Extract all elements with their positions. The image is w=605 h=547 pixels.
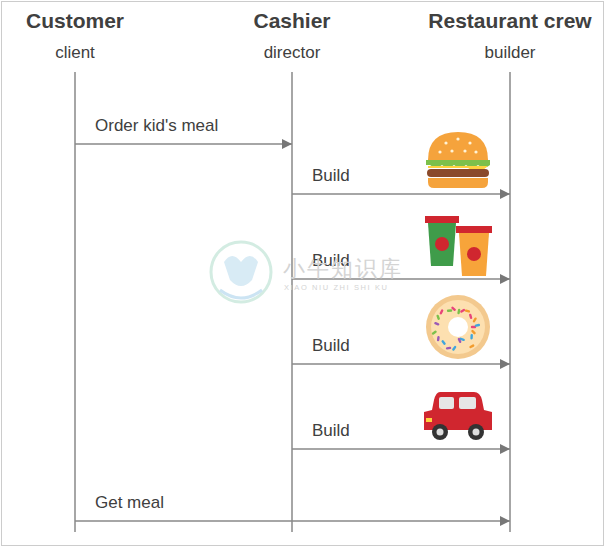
message-arrow xyxy=(292,193,510,195)
lifeline xyxy=(509,72,511,532)
message-arrow xyxy=(292,448,510,450)
message-arrow xyxy=(75,520,510,522)
participant-name: Cashier xyxy=(253,8,330,34)
message-label: Get meal xyxy=(95,493,164,513)
message-arrow xyxy=(292,363,510,365)
message-label: Build xyxy=(312,336,350,356)
participant-header: Customer client xyxy=(26,8,124,64)
participant-role: director xyxy=(253,42,330,64)
burger-icon xyxy=(426,132,490,188)
watermark-text: 小牛知识库 xyxy=(283,254,403,284)
participant-name: Customer xyxy=(26,8,124,34)
message-label: Build xyxy=(312,421,350,441)
lifeline xyxy=(74,72,76,532)
message-arrow xyxy=(75,143,292,145)
message-label: Order kid's meal xyxy=(95,116,218,136)
coffee-cups-icon xyxy=(425,216,492,276)
participant-role: client xyxy=(26,42,124,64)
watermark-text: XIAO NIU ZHI SHI KU xyxy=(284,283,389,292)
watermark-logo xyxy=(211,242,271,302)
toy-car-icon xyxy=(424,392,492,440)
participant-header: Restaurant crew builder xyxy=(428,8,591,64)
participant-role: builder xyxy=(428,42,591,64)
message-label: Build xyxy=(312,166,350,186)
participant-header: Cashier director xyxy=(253,8,330,64)
lifeline xyxy=(291,72,293,532)
participant-name: Restaurant crew xyxy=(428,8,591,34)
donut-icon xyxy=(426,295,490,359)
